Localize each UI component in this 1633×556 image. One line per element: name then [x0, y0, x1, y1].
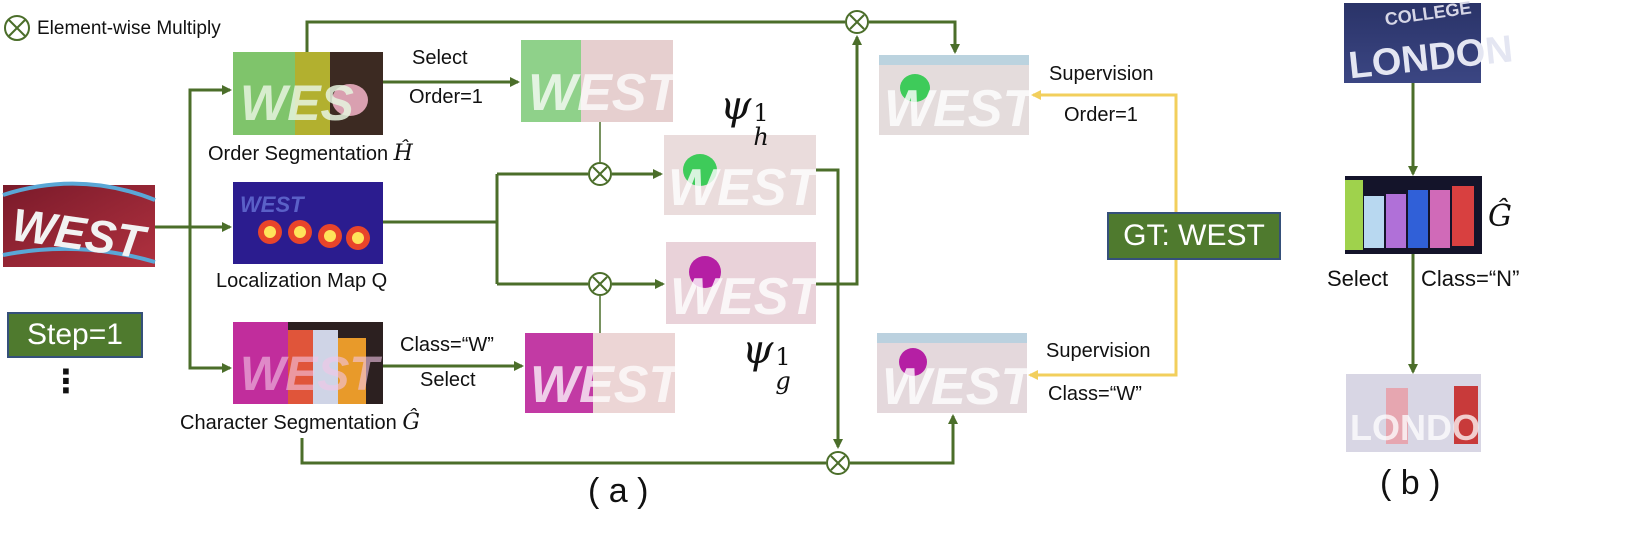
supervision-bottom-class: Class=“W”: [1048, 383, 1142, 405]
svg-text:WEST: WEST: [240, 192, 305, 217]
order-segmentation-image: WES: [233, 52, 383, 135]
svg-text:WEST: WEST: [528, 64, 682, 122]
london-input-image: COLLEGE LONDON: [1344, 0, 1515, 87]
supervision-top-order: Order=1: [1064, 104, 1138, 126]
svg-text:WEST: WEST: [884, 80, 1038, 138]
london-segmentation-image: [1345, 176, 1482, 254]
supervision-bottom-image: WEST: [877, 333, 1036, 416]
ellipsis: ⋮: [50, 363, 82, 399]
psi-h-image: WEST: [664, 135, 822, 217]
multiply-node-psi-g: [588, 272, 612, 296]
svg-text:WES: WES: [240, 75, 354, 131]
gt-badge: GT: WEST: [1107, 212, 1281, 260]
step-badge: Step=1: [7, 312, 143, 358]
caption-a: ( a ): [588, 472, 649, 510]
selected-class-image: WEST: [525, 333, 684, 414]
top-select-label: Select: [412, 47, 468, 69]
psi-g-image: WEST: [666, 242, 824, 326]
svg-text:LONDON: LONDON: [1350, 407, 1506, 448]
character-segmentation-label: Character Segmentation Ĝ: [180, 410, 420, 435]
character-segmentation-image: WEST: [233, 322, 383, 404]
multiply-node-psi-h: [588, 162, 612, 186]
order-segmentation-label: Order Segmentation Ĥ: [208, 141, 413, 166]
panel-b-select-label: Select: [1327, 266, 1389, 291]
london-selected-image: LONDON: [1346, 374, 1506, 452]
supervision-arrows: [1028, 90, 1178, 380]
panel-b-g-symbol: Ĝ: [1488, 199, 1512, 234]
caption-b: ( b ): [1380, 464, 1441, 502]
supervision-top-label: Supervision: [1049, 63, 1154, 85]
bottom-select-label: Select: [420, 369, 476, 391]
svg-text:WEST: WEST: [668, 159, 822, 217]
legend-label: Element-wise Multiply: [37, 18, 221, 39]
svg-text:WEST: WEST: [882, 358, 1036, 416]
panel-b-class-label: Class=“N”: [1421, 266, 1520, 291]
bottom-class-label: Class=“W”: [400, 334, 494, 356]
selected-order-image: WEST: [521, 40, 682, 122]
legend-multiply-symbol: [4, 15, 30, 41]
supervision-top-image: WEST: [879, 55, 1038, 138]
localization-map-label: Localization Map Q: [216, 270, 388, 292]
localization-map-image: WEST: [233, 182, 383, 264]
svg-text:WEST: WEST: [240, 348, 382, 401]
input-west-image: WEST: [2, 181, 156, 269]
svg-text:WEST: WEST: [670, 268, 824, 326]
supervision-bottom-label: Supervision: [1046, 340, 1151, 362]
multiply-node-bottom: [826, 451, 850, 475]
top-order-label: Order=1: [409, 86, 483, 108]
flow-arrows: [155, 20, 960, 465]
svg-text:WEST: WEST: [530, 356, 684, 414]
multiply-node-top: [845, 10, 869, 34]
